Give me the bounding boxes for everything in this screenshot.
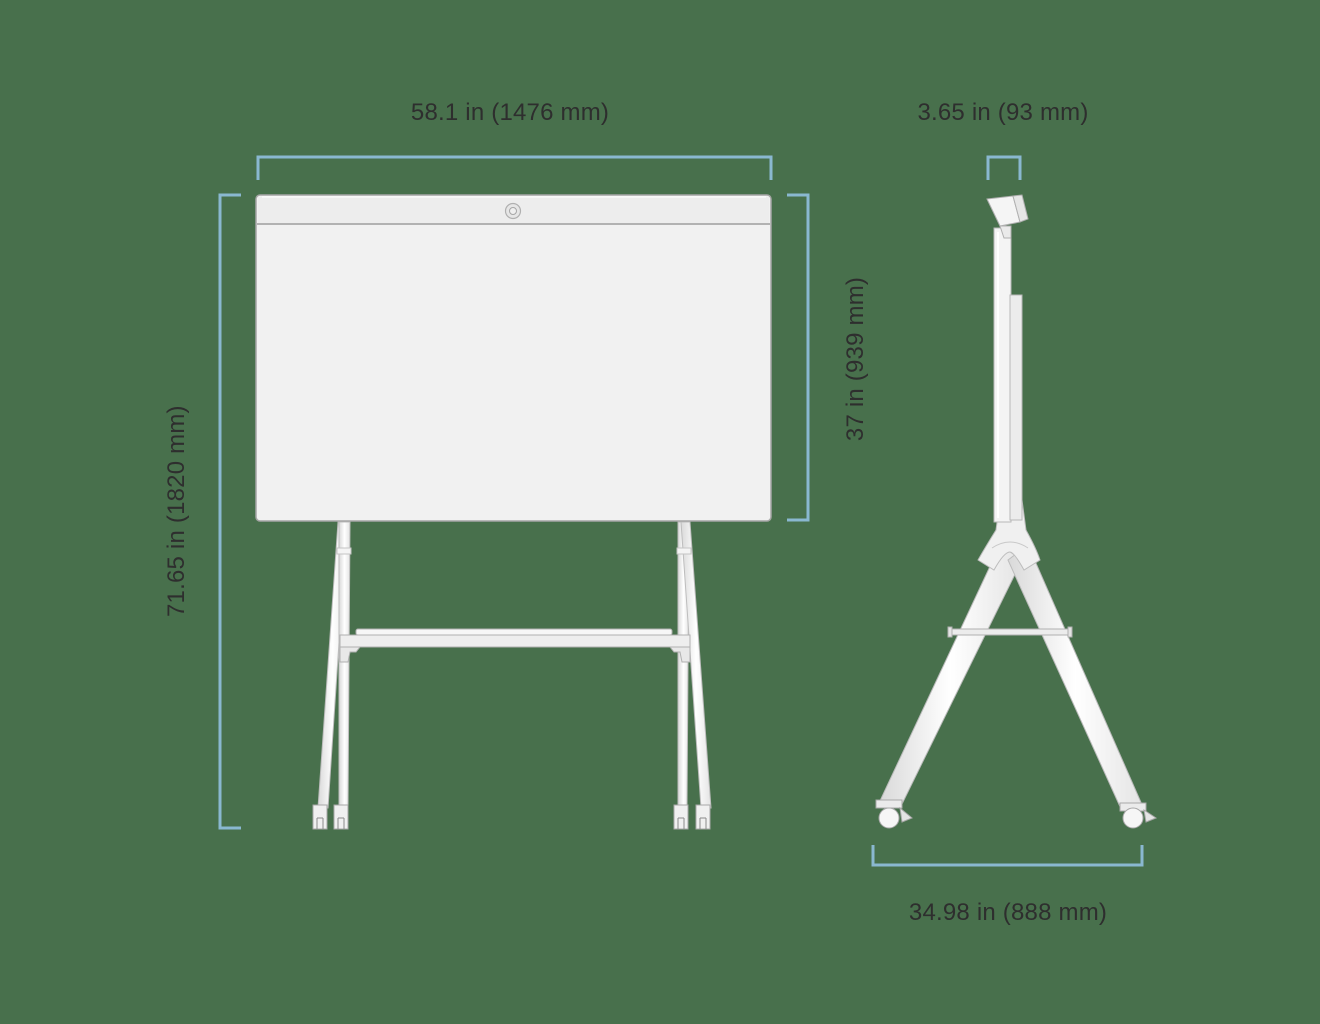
side-legs [878, 544, 1144, 812]
front-width-label: 58.1 in (1476 mm) [410, 99, 610, 126]
front-view [255, 194, 772, 830]
screen-height-label: 37 in (939 mm) [842, 276, 869, 442]
total-height-label: 71.65 in (1820 mm) [163, 405, 190, 617]
side-rear-panel [1009, 294, 1023, 521]
front-legs [317, 521, 712, 809]
side-view [875, 194, 1158, 829]
front-width-bracket [256, 155, 773, 180]
camera-icon [504, 202, 522, 220]
dimension-lines [218, 155, 1144, 867]
side-depth-label: 3.65 in (93 mm) [917, 99, 1089, 126]
front-feet [312, 804, 711, 830]
side-depth-bracket [986, 155, 1022, 180]
side-fork-joint [977, 499, 1041, 571]
side-head [986, 194, 1029, 239]
screen-height-bracket [787, 193, 810, 522]
front-tray [339, 628, 691, 663]
base-depth-bracket [871, 845, 1144, 867]
front-screen [255, 194, 772, 522]
side-crossbar [947, 626, 1073, 638]
side-mast [993, 227, 1012, 523]
base-depth-label: 34.98 in (888 mm) [908, 899, 1108, 926]
total-height-bracket [218, 193, 241, 830]
side-wheels [875, 799, 1158, 829]
